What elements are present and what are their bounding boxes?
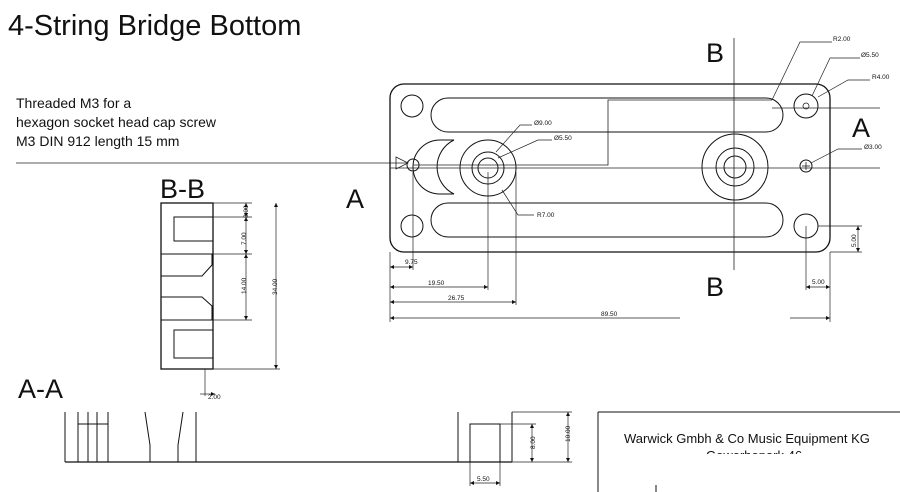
right-boss-mid [715,147,755,187]
dim-d550-top: Ø5.50 [861,52,879,59]
bb-dim-200: 2.00 [208,394,221,401]
title-block: Warwick Gmbh & Co Music Equipment KG Gew… [597,411,900,492]
section-aa-view: 8.00 10.00 5.50 [64,411,572,486]
dim-1950: 19.50 [428,280,445,287]
corner-hole-top-right-center [802,102,810,110]
note-line-3: M3 DIN 912 length 15 mm [16,133,179,149]
dim-8950: 89.50 [601,311,618,318]
thread-note: Threaded M3 for a hexagon socket head ca… [16,95,409,170]
company-address: Gewerbepark 46 [706,448,802,463]
drawing-title: 4-String Bridge Bottom [8,10,301,42]
note-line-1: Threaded M3 for a [16,95,131,111]
bottom-slot [430,202,784,238]
dim-500-v: 5.00 [851,234,858,247]
leader-r4 [817,79,870,98]
aa-taper-left [144,411,151,462]
dim-975: 9.75 [405,259,418,266]
aa-taper-right [177,411,184,462]
left-pocket [412,139,455,195]
dim-r7: R7.00 [537,212,555,219]
bb-top-slot [173,216,214,242]
section-aa-title: A-A [18,374,63,404]
aa-pocket [469,423,501,463]
aa-dim-1000: 10.00 [565,425,572,442]
bb-dim-3400: 34.00 [272,278,279,295]
bb-outline [160,202,214,370]
leader-d300 [810,148,862,164]
aa-dim-800: 8.00 [530,436,537,449]
section-b-top: B [706,38,724,68]
right-boss-outer [701,133,769,201]
section-a-right: A [852,113,870,143]
section-bb-view: 2.00 3.00 7.00 14.00 34.00 [160,202,280,401]
bb-step-upper [161,253,213,277]
dim-d300: Ø3.00 [864,144,882,151]
top-slot [430,97,784,133]
dim-2675: 26.75 [448,295,465,302]
right-boss-inner [723,155,747,179]
corner-hole-top-left [400,94,424,118]
note-leader-arrow [395,156,409,170]
dim-500-h: 5.00 [812,279,825,286]
corner-hole-top-right [793,93,819,119]
thread-leader-path [413,99,772,166]
leader-r7 [501,189,534,216]
company-name: Warwick Gmbh & Co Music Equipment KG [624,431,870,446]
dim-r2: R2.00 [833,36,851,43]
dim-d550-mid: Ø5.50 [554,135,572,142]
corner-hole-bottom-left [400,214,424,238]
section-b-bottom: B [706,272,724,302]
bb-bottom-slot [173,329,214,359]
bb-dim-700: 7.00 [241,232,248,245]
bb-dim-1400: 14.00 [241,277,248,294]
threaded-hole-right [799,159,813,173]
section-a-left: A [346,184,364,214]
leader-d550-top [811,57,860,97]
top-view-dimensions: R2.00 Ø5.50 R4.00 Ø9.00 Ø5.50 Ø3.00 R7.0… [389,36,890,322]
leader-d550-mid [497,139,552,159]
dim-d900: Ø9.00 [534,120,552,127]
note-line-2: hexagon socket head cap screw [16,114,217,130]
leader-r2 [771,41,832,101]
bb-dim-300: 3.00 [243,205,250,218]
dim-r4: R4.00 [872,74,890,81]
aa-dim-550: 5.50 [477,476,490,483]
section-bb-title: B-B [160,174,205,204]
top-view [389,38,880,270]
leader-d900 [495,124,532,153]
bb-step-lower [161,296,213,321]
